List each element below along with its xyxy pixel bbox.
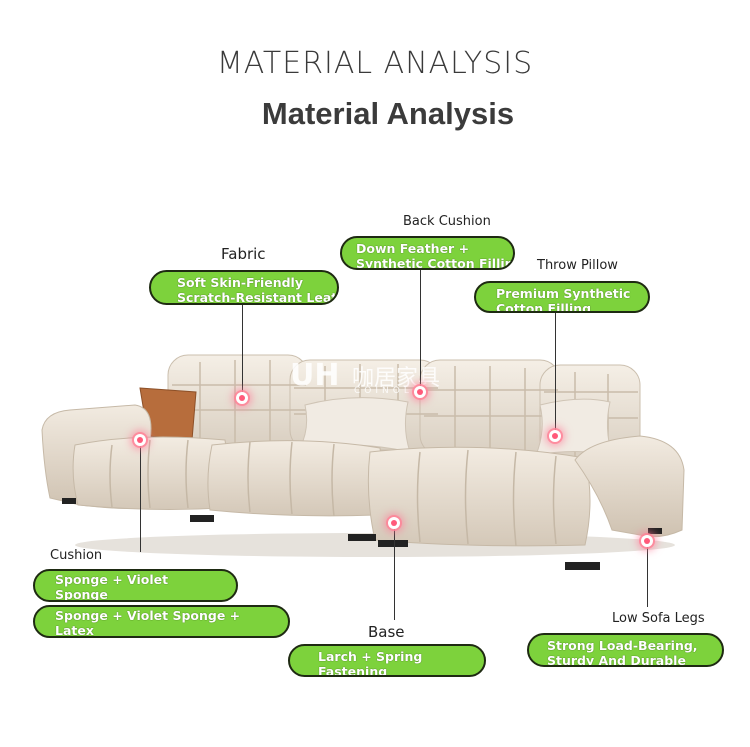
callout-cushion-option-1-line1: Sponge + Violet [55, 572, 169, 587]
callout-throw-pillow-line1: Premium Synthetic [496, 286, 631, 301]
leader-fabric [242, 305, 243, 398]
callout-fabric-line1: Soft Skin-Friendly [177, 275, 303, 290]
label-legs: Low Sofa Legs [612, 611, 705, 626]
label-fabric: Fabric [221, 245, 266, 263]
label-back-cushion: Back Cushion [403, 214, 491, 229]
callout-cushion-option-2-line2: Latex [55, 623, 94, 638]
page-title: Material Analysis [261, 96, 515, 131]
watermark-subtext: COINOLD [354, 386, 424, 396]
callout-base-line2: Fastening [318, 664, 388, 677]
seat-cushions [72, 436, 591, 547]
watermark-logo: UH [290, 358, 340, 393]
callout-base: Larch + Spring Fastening [288, 644, 486, 677]
hotspot-back-cushion [414, 386, 426, 398]
leader-back-cushion [420, 270, 421, 392]
callout-cushion-option-1-line2: Sponge [55, 587, 108, 602]
callout-legs: Strong Load-Bearing, Sturdy And Durable [527, 633, 724, 667]
leader-base [394, 524, 395, 620]
callout-legs-line2: Sturdy And Durable [547, 653, 686, 667]
callout-cushion-option-1: Sponge + Violet Sponge [33, 569, 238, 602]
watermark-text: 咖居家具 [352, 366, 441, 391]
leader-legs [647, 542, 648, 607]
label-throw-pillow: Throw Pillow [537, 258, 618, 273]
label-base: Base [368, 623, 405, 641]
callout-legs-line1: Strong Load-Bearing, [547, 638, 698, 653]
hotspot-cushion [134, 434, 146, 446]
callout-throw-pillow: Premium Synthetic Cotton Filling [474, 281, 650, 313]
hotspot-throw-pillow [549, 430, 561, 442]
callout-back-cushion-line2: Synthetic Cotton Filling [356, 256, 515, 270]
callout-fabric: Soft Skin-Friendly Scratch-Resistant Lea… [149, 270, 339, 305]
callout-base-line1: Larch + Spring [318, 649, 423, 664]
label-cushion: Cushion [50, 548, 103, 563]
callout-cushion-option-2-line1: Sponge + Violet Sponge + [55, 608, 241, 623]
right-arm [574, 435, 685, 538]
heading-upper: MATERIAL ANALYSIS [216, 46, 534, 81]
leader-cushion [140, 440, 141, 552]
callout-fabric-line2: Scratch-Resistant Leather [177, 290, 338, 305]
back-cushions [167, 354, 641, 461]
hotspot-fabric [236, 392, 248, 404]
hotspot-base [388, 517, 400, 529]
leader-throw-pillow [555, 313, 556, 436]
sofa-legs [62, 498, 662, 570]
callout-back-cushion: Down Feather + Synthetic Cotton Filling [340, 236, 515, 270]
callout-throw-pillow-line2: Cotton Filling [496, 301, 592, 313]
callout-cushion-option-2: Sponge + Violet Sponge + Latex [33, 605, 290, 638]
hotspot-legs [641, 535, 653, 547]
callout-back-cushion-line1: Down Feather + [356, 241, 470, 256]
